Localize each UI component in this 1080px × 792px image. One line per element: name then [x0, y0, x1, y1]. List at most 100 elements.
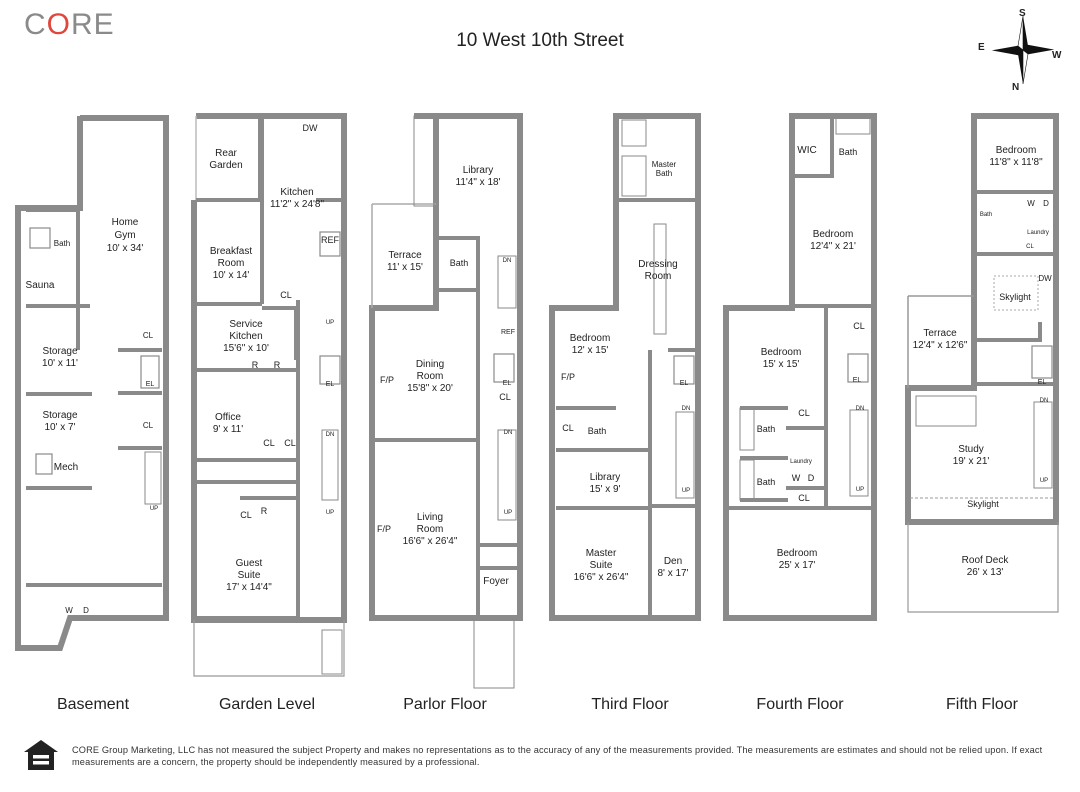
room-label: EL [503, 380, 512, 387]
room-label: EL [680, 380, 689, 387]
room-label: Kitchen [280, 187, 313, 198]
room-label: Terrace [923, 328, 957, 339]
room-label: DN [503, 258, 512, 264]
room-dims: 10' x 11' [42, 358, 78, 369]
room-label: UP [856, 487, 864, 493]
room-label: UP [1040, 478, 1048, 484]
room-label: Rear [215, 148, 237, 159]
room-dims: 12'4" x 12'6" [913, 340, 968, 351]
compass-west: W [1052, 50, 1062, 61]
floor-plan-third-floor [549, 113, 701, 621]
room-dims: 11' x 15' [387, 262, 423, 273]
room-label: Roof Deck [962, 555, 1010, 566]
room-label: Office [215, 412, 241, 423]
parlor-floor-labels: Library 11'4" x 18' Terrace 11' x 15' Ba… [377, 165, 515, 587]
room-dims: 15' x 9' [589, 484, 620, 495]
room-label: CL [143, 421, 154, 430]
room-label: D [808, 473, 815, 483]
room-label: Room [417, 524, 444, 535]
room-label: F/P [380, 375, 394, 385]
room-label: Library [590, 472, 621, 483]
room-dims: 8' x 17' [657, 568, 688, 579]
room-label: Laundry [1027, 230, 1049, 236]
room-label: UP [504, 510, 512, 516]
room-label: Living [417, 512, 443, 523]
logo-accent-letter: O [46, 8, 72, 41]
room-label: Bedroom [570, 333, 611, 344]
room-label: CL [1026, 244, 1034, 250]
room-label: EL [146, 381, 155, 388]
floor-plan-garden-level [191, 113, 347, 677]
room-label: 15'8" x 20' [407, 383, 453, 394]
room-dims: 11'8" x 11'8" [989, 157, 1043, 168]
room-label: DN [856, 406, 865, 412]
room-label: WIC [797, 145, 816, 156]
room-label: 16'6" x 26'4" [403, 536, 458, 547]
room-label: UP [150, 506, 158, 512]
floor-label-fourth-floor: Fourth Floor [756, 696, 844, 713]
room-label: 10' x 34' [107, 243, 144, 254]
room-label: Storage [42, 410, 77, 421]
room-label: Sauna [26, 280, 55, 291]
room-label: Bedroom [996, 145, 1037, 156]
room-label: CL [562, 423, 574, 433]
room-label: Bath [588, 426, 607, 436]
room-label: W [792, 473, 801, 483]
room-label: Gym [114, 230, 135, 241]
room-label: DW [303, 123, 318, 133]
room-label: CL [240, 510, 252, 520]
room-label: R [261, 506, 268, 516]
disclaimer-text: CORE Group Marketing, LLC has not measur… [72, 745, 1043, 767]
room-label: W [1027, 199, 1035, 208]
room-dims: 11'4" x 18' [456, 177, 501, 188]
room-label: EL [326, 381, 335, 388]
room-label: 15'6" x 10' [223, 343, 269, 354]
room-dims: 11'2" x 24'8" [270, 199, 325, 210]
room-label: Skylight [967, 499, 999, 509]
room-label: CL [853, 321, 865, 331]
room-label: D [83, 606, 89, 615]
room-label: EL [1038, 379, 1047, 386]
room-dims: 26' x 13' [967, 567, 1004, 578]
room-label: Mech [54, 462, 78, 473]
floor-label-parlor-floor: Parlor Floor [403, 696, 487, 713]
room-label: DN [504, 430, 513, 436]
compass-rose-icon: S N E W [978, 8, 1062, 93]
room-label: Master [586, 548, 617, 559]
room-label: DN [682, 406, 691, 412]
room-label: EL [853, 377, 862, 384]
fourth-floor-labels: WIC Bath Bedroom 12'4" x 21' CL Bedroom … [757, 145, 865, 571]
floor-plan-parlor-floor [369, 113, 523, 689]
room-label: Room [417, 371, 444, 382]
compass-north: N [1012, 82, 1019, 93]
room-dims: 10' x 7' [44, 422, 75, 433]
room-label: Bedroom [777, 548, 818, 559]
room-label: Bath [757, 477, 776, 487]
room-dims: 15' x 15' [763, 359, 800, 370]
room-label: Bath [757, 424, 776, 434]
room-label: UP [326, 320, 334, 326]
room-label: Room [218, 258, 245, 269]
room-label: F/P [561, 372, 575, 382]
room-label: Bath [656, 169, 672, 178]
room-label: Service [229, 319, 263, 330]
room-label: REF [321, 235, 340, 245]
compass-south: S [1019, 8, 1026, 19]
room-label: 10' x 14' [213, 270, 250, 281]
room-label: Skylight [999, 292, 1031, 302]
room-label: CL [143, 331, 154, 340]
room-label: W [65, 606, 73, 615]
floor-label-fifth-floor: Fifth Floor [945, 696, 1018, 713]
floor-label-garden-level: Garden Level [218, 696, 316, 713]
room-label: Suite [238, 570, 261, 581]
floor-label-basement: Basement [56, 696, 130, 713]
brand-logo: CORE [24, 8, 115, 41]
room-dims: 12'4" x 21' [810, 241, 856, 252]
room-label: 17' x 14'4" [226, 582, 272, 593]
room-label: UP [326, 510, 334, 516]
room-label: Bath [450, 258, 469, 268]
room-dims: 12' x 15' [572, 345, 609, 356]
room-label: R [252, 360, 259, 370]
floor-plan-basement [15, 115, 169, 651]
